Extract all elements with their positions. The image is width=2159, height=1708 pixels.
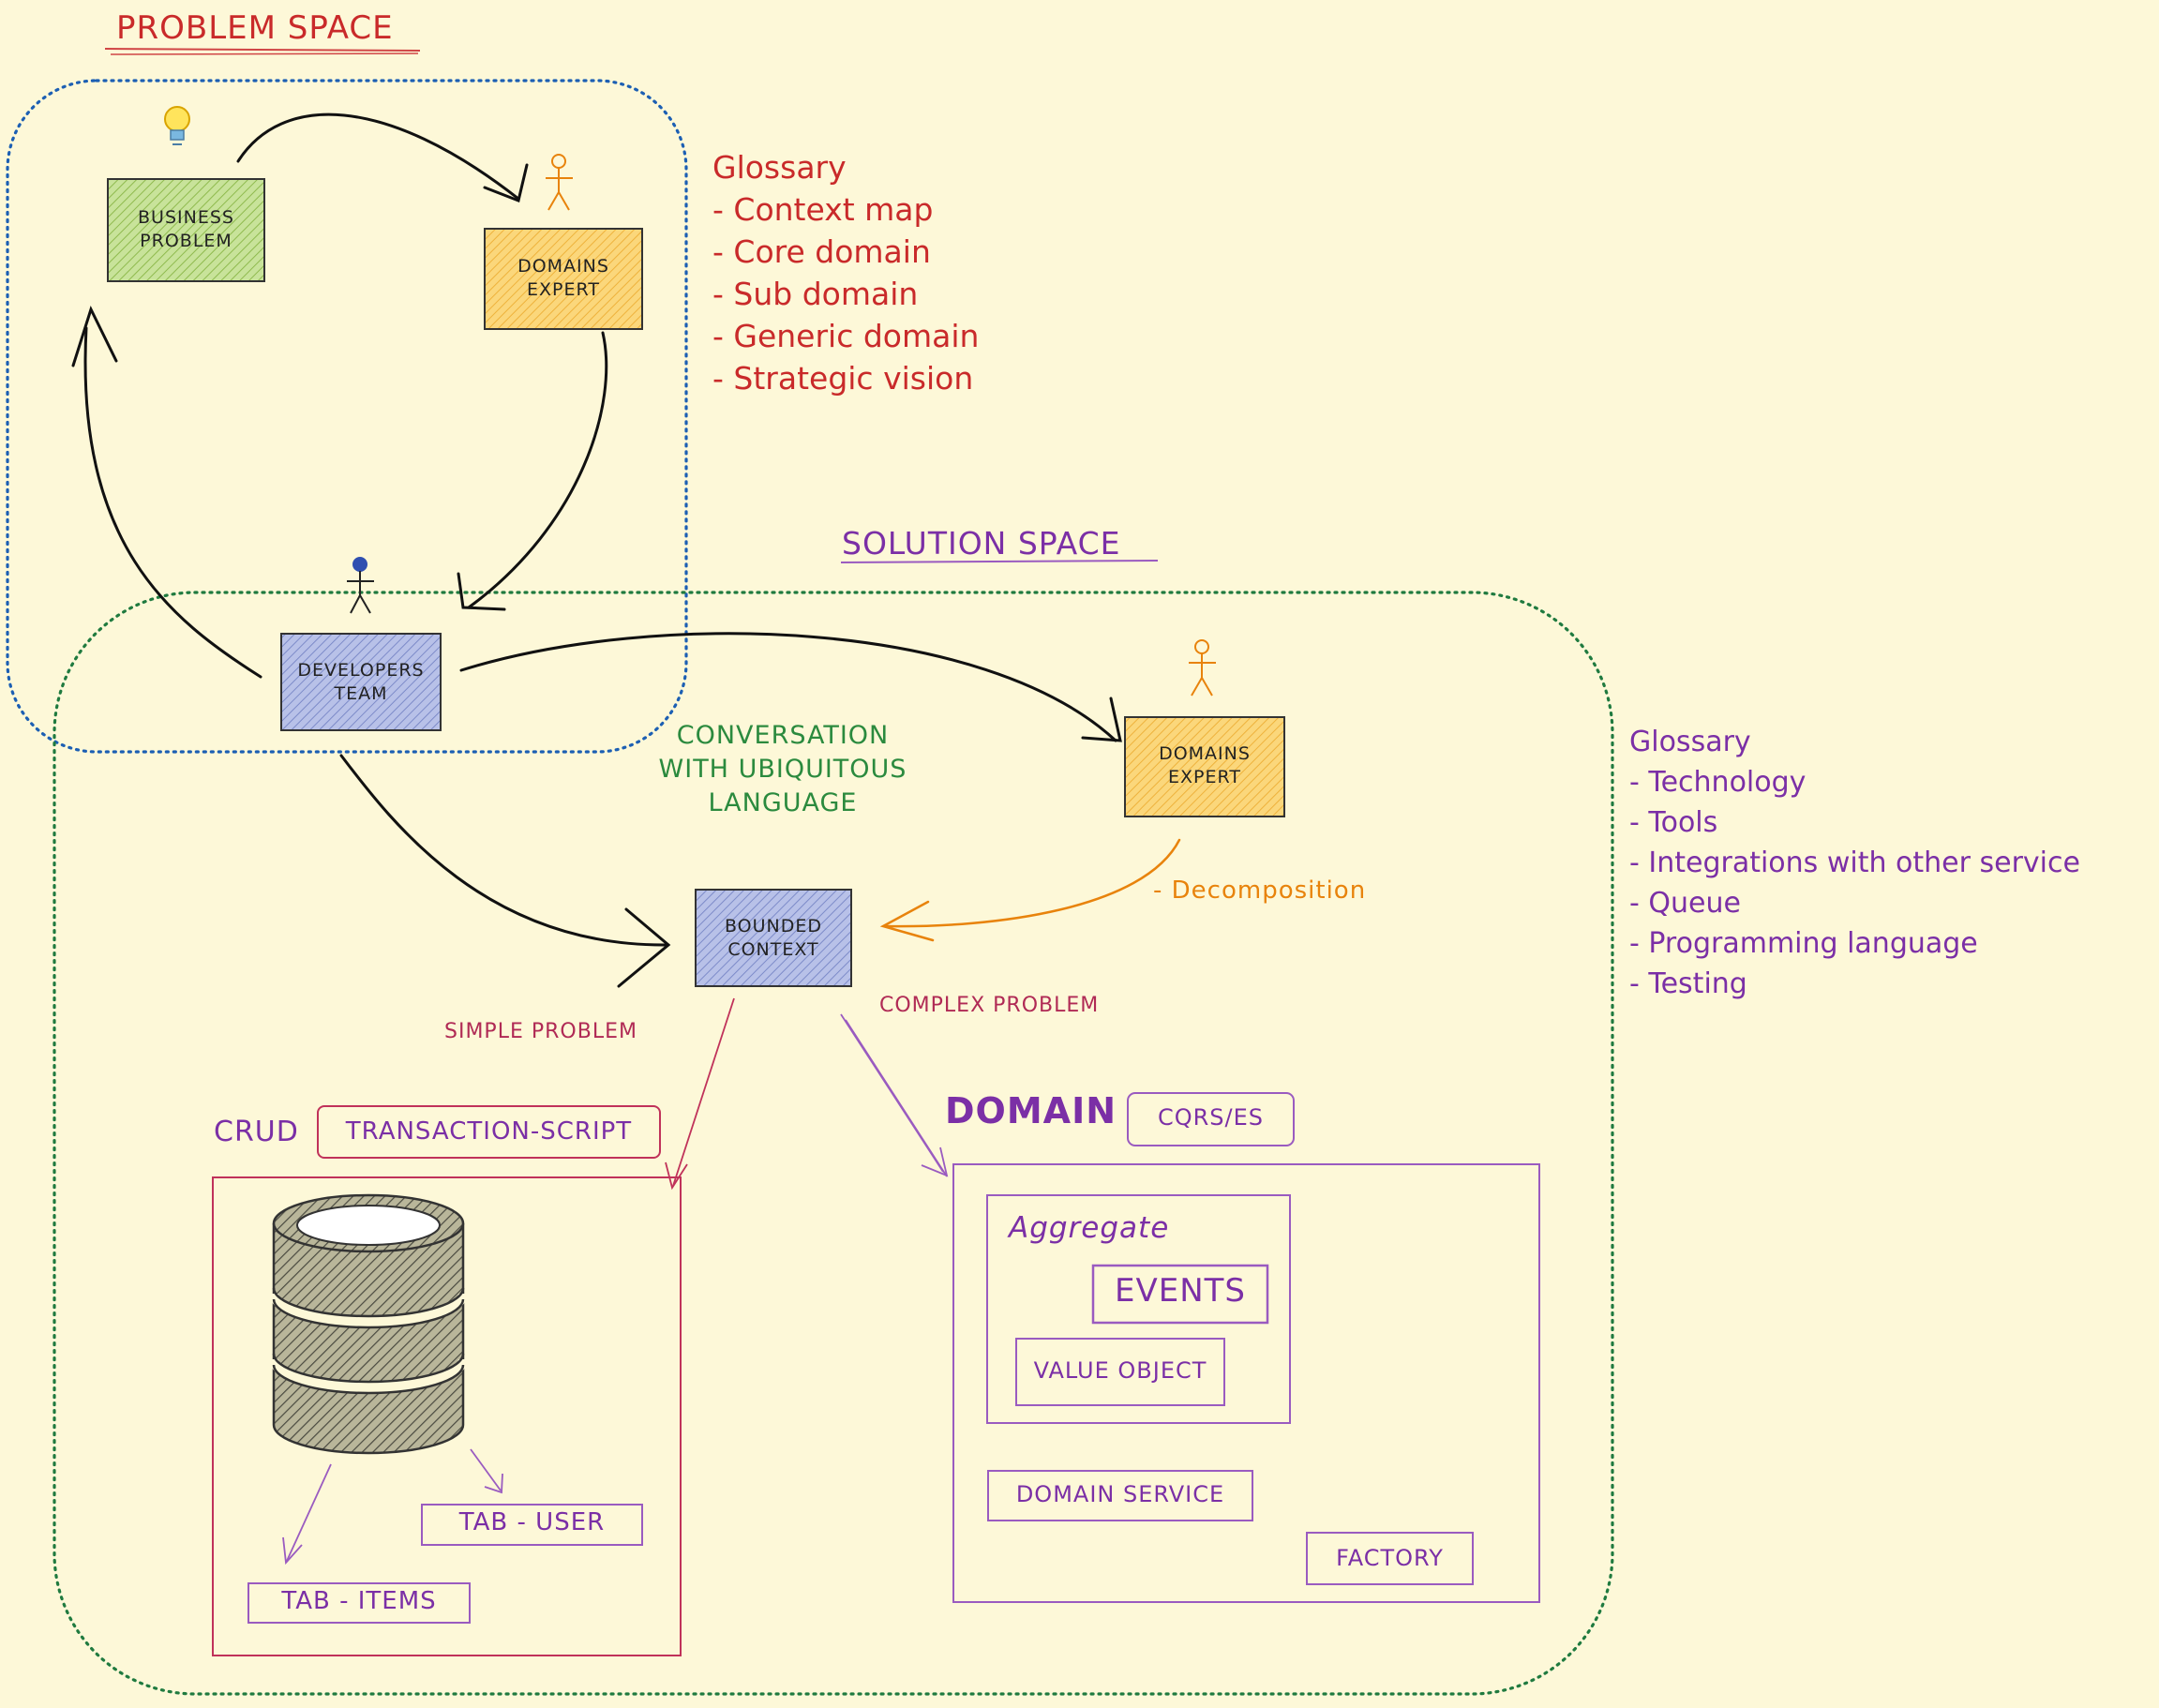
tab-items-label: TAB - ITEMS [281,1587,437,1615]
cqrs-es-label: CQRS/ES [1157,1104,1265,1131]
solution-glossary-item: - Testing [1629,967,1747,1000]
complex-problem-label: COMPLEX PROBLEM [879,994,1100,1017]
transaction-script-label: TRANSACTION-SCRIPT [345,1117,633,1146]
simple-problem-arrow [665,997,735,1191]
domains-expert-box-problem [484,228,643,330]
problem-glossary: Glossary - Context map - Core domain - S… [712,146,979,399]
flow-arrows [71,112,1122,988]
problem-glossary-item: - Sub domain [712,276,919,312]
value-object-box [1015,1338,1225,1406]
events-box [1091,1264,1269,1325]
solution-space-title: SOLUTION SPACE [842,525,1121,562]
solution-glossary: Glossary - Technology - Tools - Integrat… [1629,722,2080,1004]
domains-expert-box-solution [1124,716,1285,817]
domain-service-label: DOMAIN SERVICE [1015,1481,1225,1507]
solution-glossary-title: Glossary [1629,726,1751,758]
conversation-label: CONVERSATION WITH UBIQUITOUS LANGUAGE [658,721,907,817]
tab-user-box [421,1504,643,1546]
problem-glossary-title: Glossary [712,149,847,186]
crud-container [212,1176,682,1656]
domains-expert-label-solution: DOMAINS EXPERT [1159,743,1251,787]
events-label: EVENTS [1114,1272,1246,1310]
aggregate-box [986,1194,1291,1424]
simple-problem-label: SIMPLE PROBLEM [444,1020,637,1043]
bounded-context-box [695,889,852,987]
transaction-script-box [317,1105,661,1159]
decomposition-label: - Decomposition [1153,876,1367,905]
problem-space-underline-2 [110,52,419,55]
problem-space-title: PROBLEM SPACE [116,9,394,47]
factory-box [1306,1532,1474,1585]
tab-user-label: TAB - USER [458,1508,606,1536]
solution-space-region [52,591,1614,1696]
bounded-context-label: BOUNDED CONTEXT [724,916,823,960]
solution-space-underline [840,560,1159,563]
solution-glossary-item: - Integrations with other service [1629,847,2080,879]
person-icon-developer [347,557,374,614]
developers-team-label: DEVELOPERS TEAM [297,660,425,704]
solution-glossary-item: - Technology [1629,766,1807,799]
business-problem-box [107,178,265,282]
domain-label: DOMAIN [945,1090,1117,1131]
complex-problem-arrow [840,1013,949,1177]
domain-service-box [987,1470,1253,1521]
tab-items-box [247,1582,471,1624]
problem-glossary-item: - Core domain [712,233,931,270]
solution-glossary-item: - Tools [1629,806,1718,839]
developers-team-box [280,633,442,731]
database-icon [269,1193,468,1455]
value-object-label: VALUE OBJECT [1033,1357,1207,1384]
problem-glossary-item: - Generic domain [712,318,980,354]
problem-space-region [6,79,688,754]
domain-container [952,1163,1540,1603]
solution-glossary-item: - Queue [1629,887,1741,920]
problem-glossary-item: - Context map [712,191,934,228]
problem-space-underline [104,48,421,52]
crud-label: CRUD [214,1116,299,1148]
factory-label: FACTORY [1336,1545,1444,1571]
lightbulb-icon [164,106,190,145]
person-icon-problem-expert [546,154,573,211]
aggregate-label: Aggregate [1009,1211,1170,1245]
domains-expert-label-problem: DOMAINS EXPERT [517,256,609,300]
decomposition-arrow [879,838,1181,942]
person-icon-solution-expert [1189,639,1216,697]
problem-glossary-item: - Strategic vision [712,360,974,397]
solution-glossary-item: - Programming language [1629,927,1978,960]
cqrs-es-box [1127,1092,1295,1146]
business-problem-label: BUSINESS PROBLEM [138,207,234,251]
db-to-tab-arrows [282,1448,503,1566]
